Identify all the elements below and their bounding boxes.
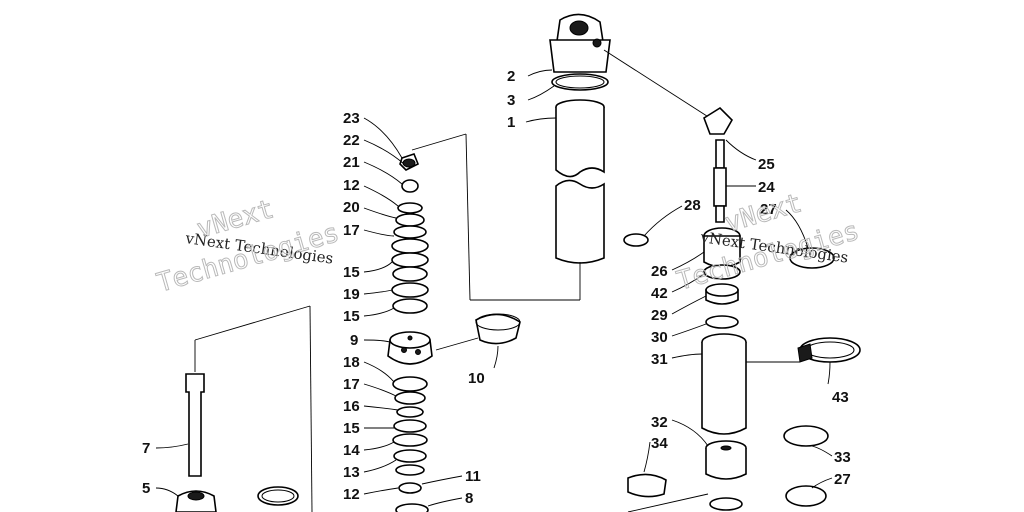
callout-15a: 15 xyxy=(343,264,360,281)
callout-23: 23 xyxy=(343,110,360,127)
callout-15b: 15 xyxy=(343,308,360,325)
callout-7: 7 xyxy=(142,440,150,457)
callout-28: 28 xyxy=(684,197,701,214)
watermark-left: vNext Technologies vNext Technologies xyxy=(153,194,343,299)
callout-11: 11 xyxy=(465,468,481,485)
callout-22: 22 xyxy=(343,132,360,149)
callout-13: 13 xyxy=(343,464,360,481)
callout-24: 24 xyxy=(758,179,775,196)
reservoir-assembly xyxy=(623,106,861,512)
callout-1: 1 xyxy=(507,114,515,131)
callout-26: 26 xyxy=(651,263,668,280)
callout-25: 25 xyxy=(758,156,775,173)
callout-12b: 12 xyxy=(343,486,360,503)
callout-8: 8 xyxy=(465,490,473,507)
callout-19: 19 xyxy=(343,286,360,303)
callout-16: 16 xyxy=(343,398,360,415)
callout-27a: 27 xyxy=(760,201,777,218)
watermark-right: vNext Technologies vNext Technologies xyxy=(673,188,863,297)
callout-27b: 27 xyxy=(834,471,851,488)
callout-labels: 2 3 1 23 22 21 12 20 17 15 19 15 9 18 17… xyxy=(142,68,851,507)
ring-clip-10 xyxy=(475,313,521,345)
callout-31: 31 xyxy=(651,351,668,368)
callout-29: 29 xyxy=(651,307,668,324)
hose-line xyxy=(603,49,711,119)
callout-33: 33 xyxy=(834,449,851,466)
callout-17a: 17 xyxy=(343,222,360,239)
shock-body-assembly xyxy=(411,13,611,301)
valve-stack xyxy=(387,153,479,512)
callout-21: 21 xyxy=(343,154,360,171)
callout-5: 5 xyxy=(142,480,150,497)
callout-14: 14 xyxy=(343,442,360,459)
callout-18: 18 xyxy=(343,354,360,371)
callout-34: 34 xyxy=(651,435,668,452)
callout-2: 2 xyxy=(507,68,515,85)
leader-lines xyxy=(155,69,833,507)
callout-42: 42 xyxy=(651,285,668,302)
callout-20: 20 xyxy=(343,199,360,216)
callout-9: 9 xyxy=(350,332,358,349)
callout-10: 10 xyxy=(468,370,485,387)
callout-32: 32 xyxy=(651,414,668,431)
callout-43: 43 xyxy=(832,389,849,406)
callout-17b: 17 xyxy=(343,376,360,393)
callout-12a: 12 xyxy=(343,177,360,194)
shaft-assembly xyxy=(175,305,313,512)
callout-3: 3 xyxy=(507,92,515,109)
callout-15c: 15 xyxy=(343,420,360,437)
callout-30: 30 xyxy=(651,329,668,346)
